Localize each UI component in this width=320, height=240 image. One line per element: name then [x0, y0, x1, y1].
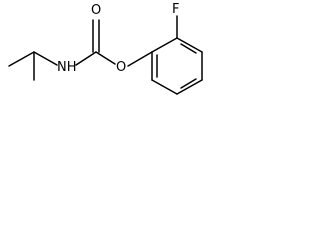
atom-carbonyl-oxygen: O: [91, 3, 101, 18]
bond-ester-oxygen-to-ring: [127, 51, 153, 67]
ring-bond-1: [151, 37, 178, 53]
ring-inner-double-1: [180, 43, 197, 54]
ring-bond-5: [151, 79, 178, 95]
bond-isopropyl-to-nitrogen: [33, 51, 58, 66]
atom-nitrogen-hydrogen: NH: [57, 60, 77, 75]
ring-bond-4: [176, 79, 203, 95]
atom-ester-oxygen: O: [116, 60, 126, 75]
bond-carbonyl-to-ester-oxygen: [95, 51, 116, 65]
bond-nitrogen-to-carbonyl: [75, 51, 97, 66]
ring-bond-2: [176, 37, 203, 53]
chemical-structure-diagram: F NH O O: [8, 2, 203, 95]
bond-methyl-left: [8, 51, 35, 67]
ring-inner-double-2: [180, 78, 197, 89]
atom-fluorine: F: [172, 2, 179, 17]
